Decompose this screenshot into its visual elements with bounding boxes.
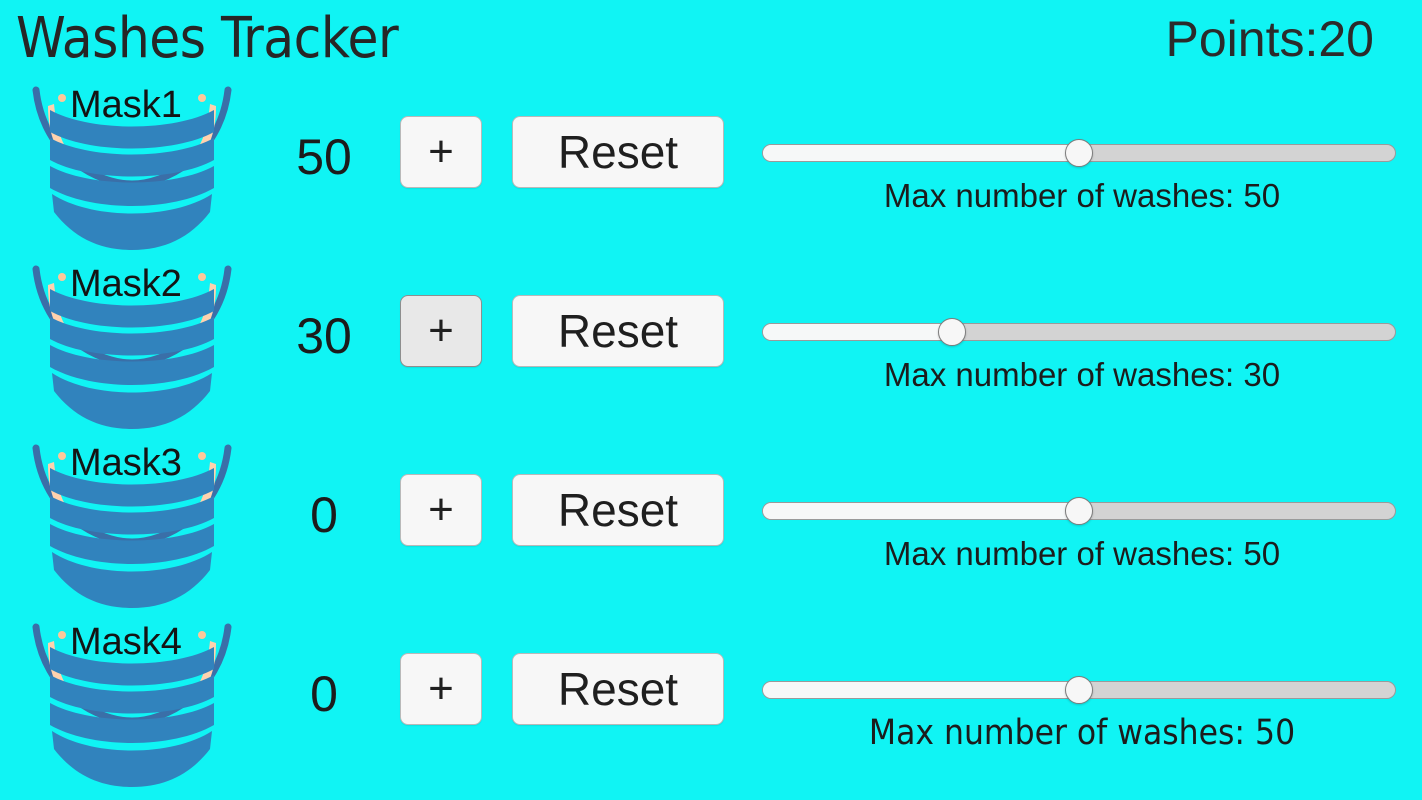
increment-button[interactable]: + xyxy=(400,474,482,546)
face-mask-icon xyxy=(32,265,232,429)
increment-button[interactable]: + xyxy=(400,116,482,188)
max-washes-slider-cell: Max number of washes: 50 xyxy=(752,78,1412,257)
face-mask-icon xyxy=(32,623,232,787)
increment-button[interactable]: + xyxy=(400,295,482,367)
reset-button[interactable]: Reset xyxy=(512,295,724,367)
slider-thumb[interactable] xyxy=(1065,676,1093,704)
slider-thumb[interactable] xyxy=(1065,497,1093,525)
max-washes-slider-cell: Max number of washes: 50 xyxy=(752,615,1412,794)
max-washes-slider[interactable] xyxy=(762,139,1396,167)
max-washes-label: Max number of washes: 50 xyxy=(883,535,1281,572)
wash-count: 30 xyxy=(296,308,352,364)
increment-button[interactable]: + xyxy=(400,653,482,725)
reset-button[interactable]: Reset xyxy=(512,653,724,725)
max-washes-slider[interactable] xyxy=(762,318,1396,346)
max-washes-slider[interactable] xyxy=(762,497,1396,525)
mask-cell: Mask4 xyxy=(8,615,258,794)
slider-thumb[interactable] xyxy=(1065,139,1093,167)
reset-button[interactable]: Reset xyxy=(512,474,724,546)
face-mask-icon xyxy=(32,444,232,608)
slider-track-fill xyxy=(763,682,1080,698)
max-washes-slider-cell: Max number of washes: 30 xyxy=(752,257,1412,436)
mask-row-3: Mask3 0 + Reset Max number of washes: 50 xyxy=(0,436,1422,615)
mask-label: Mask3 xyxy=(70,442,182,484)
wash-count: 0 xyxy=(310,487,338,543)
max-washes-label: Max number of washes: 50 xyxy=(883,177,1281,214)
slider-track[interactable] xyxy=(762,323,1396,341)
max-washes-slider-cell: Max number of washes: 50 xyxy=(752,436,1412,615)
max-washes-slider[interactable] xyxy=(762,676,1396,704)
wash-count: 0 xyxy=(310,666,338,722)
slider-thumb[interactable] xyxy=(938,318,967,346)
mask-label: Mask2 xyxy=(70,263,182,305)
mask-cell: Mask3 xyxy=(8,436,258,615)
app-header: Washes Tracker Points:20 xyxy=(0,0,1422,78)
points-display: Points:20 xyxy=(1165,11,1374,67)
mask-label: Mask1 xyxy=(70,84,182,126)
slider-track-fill xyxy=(763,145,1080,161)
mask-row-2: Mask2 30 + Reset Max number of washes: 3… xyxy=(0,257,1422,436)
mask-row-1: Mask1 50 + Reset Max number of washes: 5… xyxy=(0,78,1422,257)
mask-rows-list: Mask1 50 + Reset Max number of washes: 5… xyxy=(0,78,1422,794)
max-washes-label: Max number of washes: 50 xyxy=(868,713,1296,753)
mask-row-4: Mask4 0 + Reset Max number of washes: 50 xyxy=(0,615,1422,794)
slider-track-fill xyxy=(763,503,1080,519)
page-title: Washes Tracker xyxy=(16,6,399,71)
wash-count: 50 xyxy=(296,129,352,185)
mask-cell: Mask1 xyxy=(8,78,258,257)
max-washes-label: Max number of washes: 30 xyxy=(883,356,1281,393)
mask-label: Mask4 xyxy=(70,621,182,663)
slider-track-fill xyxy=(763,324,954,340)
reset-button[interactable]: Reset xyxy=(512,116,724,188)
face-mask-icon xyxy=(32,86,232,250)
mask-cell: Mask2 xyxy=(8,257,258,436)
